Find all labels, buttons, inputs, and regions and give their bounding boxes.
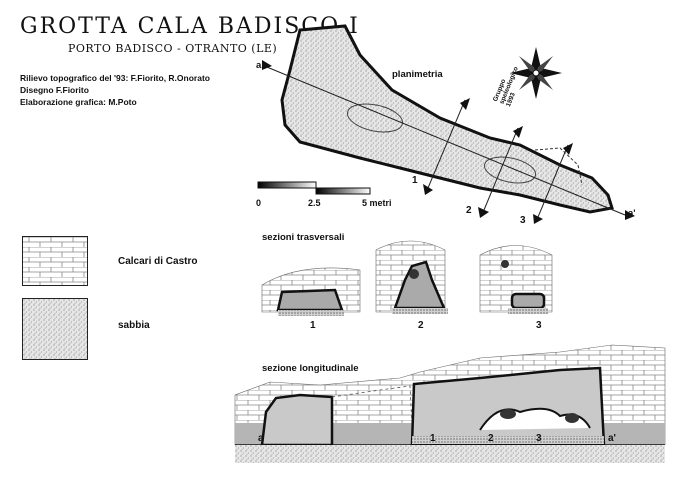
scale-tick-0: 0 (256, 198, 262, 208)
longitudinal-start-label: a (258, 433, 264, 444)
legend-label-limestone: Calcari di Castro (118, 256, 198, 267)
longitudinal-end-label: a' (608, 433, 616, 444)
legend-label-sand: sabbia (118, 320, 150, 331)
plan-axis-end-label: a' (628, 208, 636, 219)
credits: Rilievo topografico del '93: F.Fiorito, … (20, 72, 210, 108)
credit-drawing: Disegno F.Fiorito (20, 85, 89, 95)
cross-section-1-cave (276, 288, 344, 312)
longitudinal-collapse (331, 385, 413, 426)
map-subtitle: PORTO BADISCO - OTRANTO (LE) (68, 42, 278, 55)
limestone-pattern-icon (23, 237, 87, 285)
plan-section-arrow-3a (563, 143, 573, 155)
plan-section-line-3 (537, 144, 569, 218)
plan-axis-start-label: a (256, 60, 262, 71)
plan-chamber-1 (346, 103, 404, 133)
cross-section-2-floor (392, 308, 448, 314)
longitudinal-boulder-1 (500, 409, 516, 419)
longitudinal-section-label-2: 2 (488, 433, 494, 444)
plan-section-arrow-1b (423, 184, 433, 195)
plan-section-arrow-2a (513, 126, 523, 138)
cross-sections-label: sezioni trasversali (262, 232, 345, 243)
longitudinal-section (234, 344, 666, 463)
cross-section-label-1: 1 (310, 320, 316, 331)
plan-section-line-1 (427, 99, 466, 189)
plan-axis-line (261, 64, 626, 216)
cross-section-3-cave (510, 292, 546, 310)
scale-bar-segment-2 (315, 187, 371, 195)
cross-section-3-floor (508, 308, 548, 314)
plan-view (257, 24, 635, 224)
cross-section-label-2: 2 (418, 320, 424, 331)
plan-section-arrow-3b (533, 214, 543, 224)
credit-survey: Rilievo topografico del '93: F.Fiorito, … (20, 73, 210, 83)
legend-swatch-limestone (22, 236, 88, 286)
sand-pattern-icon (23, 299, 87, 359)
cross-section-label-3: 3 (536, 320, 542, 331)
plan-view-label: planimetria (392, 69, 443, 80)
longitudinal-label: sezione longitudinale (262, 363, 359, 374)
plan-chamber-2 (483, 156, 537, 184)
plan-section-line-2 (483, 127, 519, 211)
longitudinal-sand-base (235, 445, 665, 463)
scale-tick-5: 5 metri (362, 198, 392, 208)
credit-graphics: Elaborazione grafica: M.Poto (20, 97, 137, 107)
longitudinal-boulder-2 (565, 413, 579, 423)
cross-section-1-floor (278, 310, 344, 316)
plan-section-label-2: 2 (466, 205, 472, 216)
plan-axis-arrow-start (262, 60, 272, 70)
plan-section-label-3: 3 (520, 215, 526, 226)
compass-rose-icon (510, 47, 562, 99)
plan-section-arrow-1a (460, 98, 470, 110)
longitudinal-section-label-1: 1 (430, 433, 436, 444)
cross-sections (261, 240, 553, 316)
plan-section-arrow-2b (478, 207, 489, 218)
scale-bar-segment-1 (257, 181, 317, 189)
plan-cave-outline (280, 24, 614, 214)
longitudinal-section-label-3: 3 (536, 433, 542, 444)
plan-section-label-1: 1 (412, 175, 418, 186)
cross-section-2-boulder (409, 269, 419, 279)
plan-axis-arrow-end (625, 210, 635, 220)
scale-tick-2-5: 2.5 (308, 198, 321, 208)
cross-section-3-boulder (501, 260, 509, 268)
longitudinal-chamber-1 (260, 393, 334, 447)
plan-dashed-branch (534, 147, 583, 186)
legend-swatch-sand (22, 298, 88, 360)
longitudinal-floor (412, 436, 604, 444)
